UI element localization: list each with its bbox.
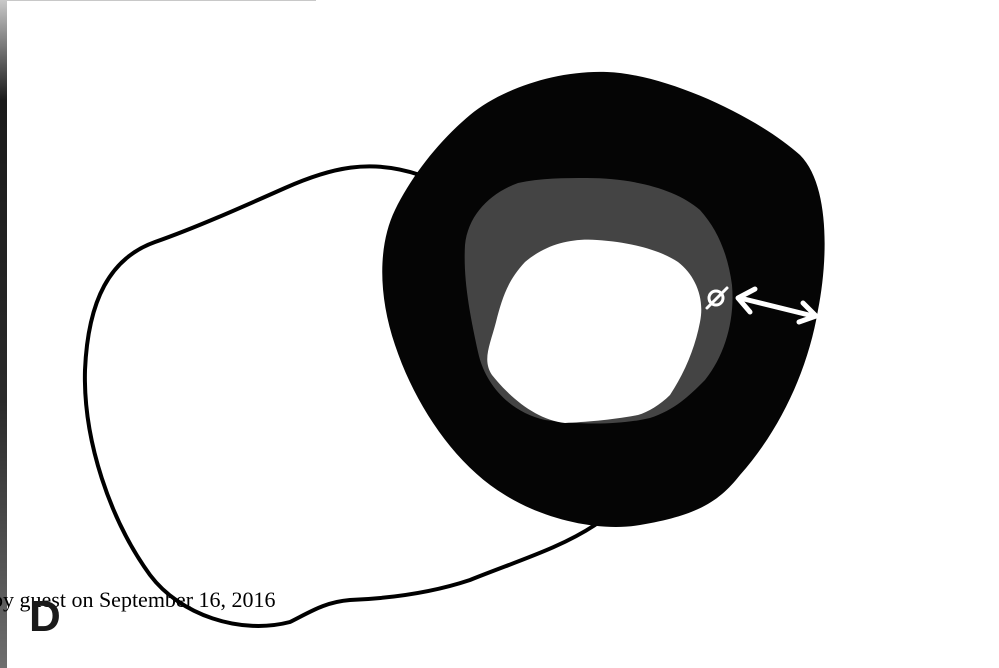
panel-label: D: [29, 592, 61, 642]
